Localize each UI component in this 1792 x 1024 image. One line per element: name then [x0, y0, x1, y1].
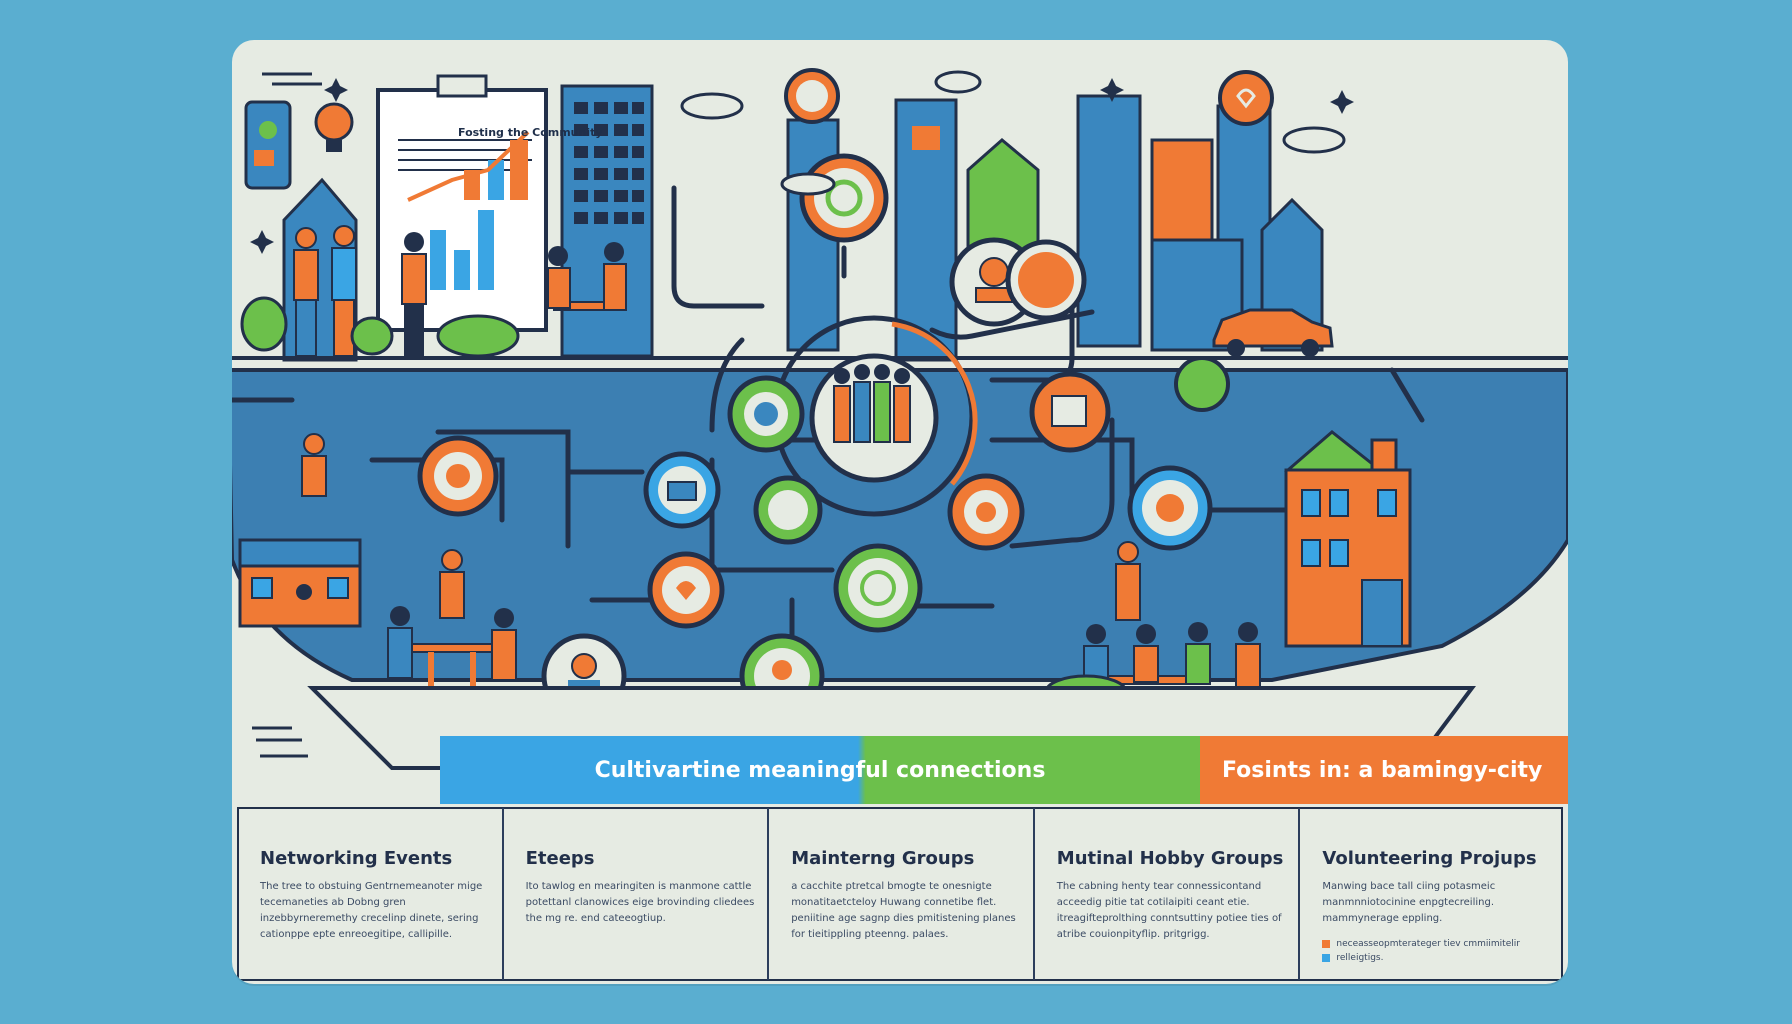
column-mutinal-hobby-groups: Mutinal Hobby Groups The cabning henty t… [1035, 808, 1301, 980]
phone-icon [244, 100, 292, 190]
column-title: Eteeps [525, 848, 595, 869]
banner-left-text: Cultivartine meaningful connections [594, 757, 1046, 783]
people-networking-group [240, 225, 627, 358]
legend-text: neceasseopmterateger tiev cmmiimitelir [1336, 939, 1520, 949]
cloud-icons [680, 70, 1346, 196]
legend-item: neceasseopmterateger tiev cmmiimitelir [1322, 937, 1552, 951]
legend-swatch-orange [1322, 940, 1331, 948]
legend: neceasseopmterateger tiev cmmiimitelir r… [1322, 937, 1552, 965]
column-text: a cacchite ptretcal bmogte te onesnigte … [791, 881, 1016, 940]
legend-item: relleigtigs. [1322, 951, 1552, 965]
column-mainterng-groups: Mainterng Groups a cacchite ptretcal bmo… [769, 808, 1035, 980]
car-icon [1212, 308, 1334, 357]
legend-swatch-blue [1322, 954, 1331, 962]
column-title: Volunteering Projups [1322, 848, 1537, 869]
column-volunteering-projups: Volunteering Projups Manwing bace tall c… [1300, 808, 1564, 980]
infographic-card: Fosting the Community Cultivartine meani… [232, 40, 1568, 984]
house-right [1283, 430, 1412, 648]
legend-text: relleigtigs. [1336, 953, 1384, 963]
house-left [238, 538, 362, 628]
column-title: Mutinal Hobby Groups [1056, 848, 1284, 869]
banner-left: Cultivartine meaningful connections [440, 736, 1200, 804]
column-title: Networking Events [260, 848, 453, 869]
column-text: Manwing bace tall ciing potasmeic manmnn… [1322, 881, 1496, 924]
column-text: The tree to obstuing Gentrnemeanoter mig… [260, 881, 483, 940]
column-eteeps: Eteeps Ito tawlog en mearingiten is manm… [504, 808, 770, 980]
info-columns: Networking Events The tree to obstuing G… [238, 808, 1564, 980]
clipboard-title: Fosting the Community [458, 126, 603, 139]
network-nodes [417, 68, 1274, 719]
column-networking-events: Networking Events The tree to obstuing G… [238, 808, 504, 980]
banner-right-text: Fosints in: a bamingy-city [1222, 757, 1543, 783]
column-text: The cabning henty tear connessicontand a… [1056, 881, 1282, 940]
column-text: Ito tawlog en mearingiten is manmone cat… [525, 881, 755, 924]
banner-right: Fosints in: a bamingy-city [1200, 736, 1568, 804]
lightbulb-icon [314, 102, 354, 152]
column-title: Mainterng Groups [791, 848, 975, 869]
decorative-sparkles [250, 78, 1354, 254]
people-table-left [301, 433, 517, 712]
